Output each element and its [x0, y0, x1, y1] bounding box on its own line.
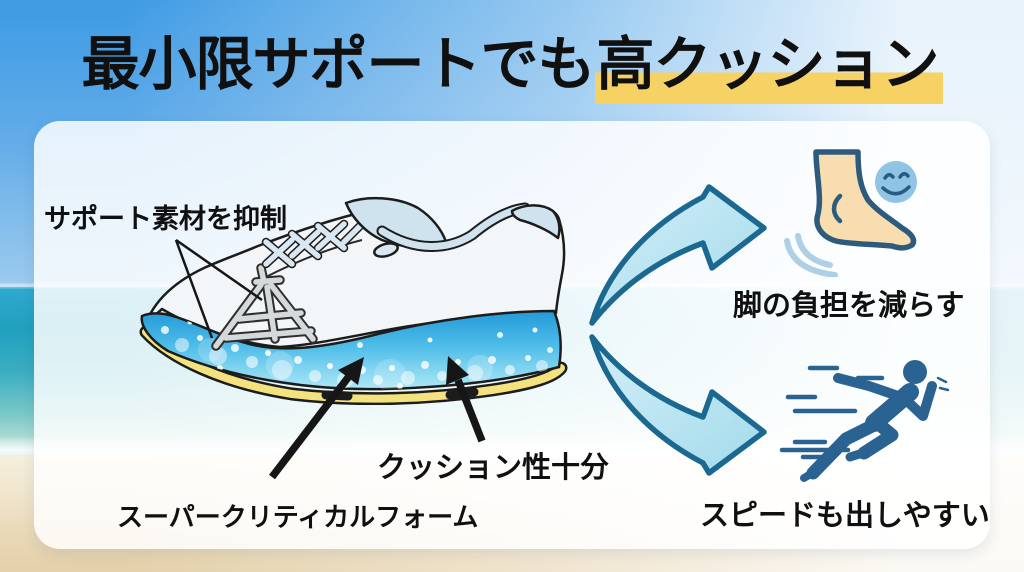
- speed-lines: [779, 365, 950, 460]
- runner-silhouette: [800, 360, 937, 482]
- foam-arrow: [269, 357, 364, 480]
- benefit-arrow-top-icon: [589, 184, 767, 326]
- shoe-laces: [261, 217, 399, 269]
- shoe-collar: [376, 202, 531, 252]
- foam-annotation-label: スーパークリティカルフォーム: [117, 502, 479, 532]
- sprinter-icon: [779, 360, 950, 482]
- benefit-arrows: [589, 184, 767, 476]
- bounce-arcs: [784, 233, 838, 277]
- smiley-face: [875, 161, 917, 203]
- benefit-label-leg-relief: 脚の負担を減らす: [733, 290, 965, 322]
- support-annotation-label: サポート素材を抑制: [44, 204, 287, 234]
- title-highlighted-text: 高クッション: [594, 32, 943, 104]
- foot-relief-icon: [784, 149, 917, 277]
- benefit-arrow-bottom-icon: [589, 334, 767, 476]
- cushion-annotation-label: クッション性十分: [377, 452, 610, 484]
- support-pointer-lines: [174, 238, 263, 339]
- shoe-heel-tab: [510, 204, 561, 240]
- foot-shape: [813, 149, 917, 251]
- title-plain-text: 最小限サポートでも: [81, 32, 595, 97]
- page-title: 最小限サポートでも高クッション: [0, 32, 1024, 104]
- support-frame: [211, 263, 318, 351]
- cushion-arrow: [446, 356, 486, 443]
- ankle-crease: [831, 193, 843, 224]
- benefit-label-speed: スピードも出しやすい: [700, 500, 990, 532]
- shoe-outsole: [139, 325, 568, 405]
- shoe-illustration: [139, 196, 568, 405]
